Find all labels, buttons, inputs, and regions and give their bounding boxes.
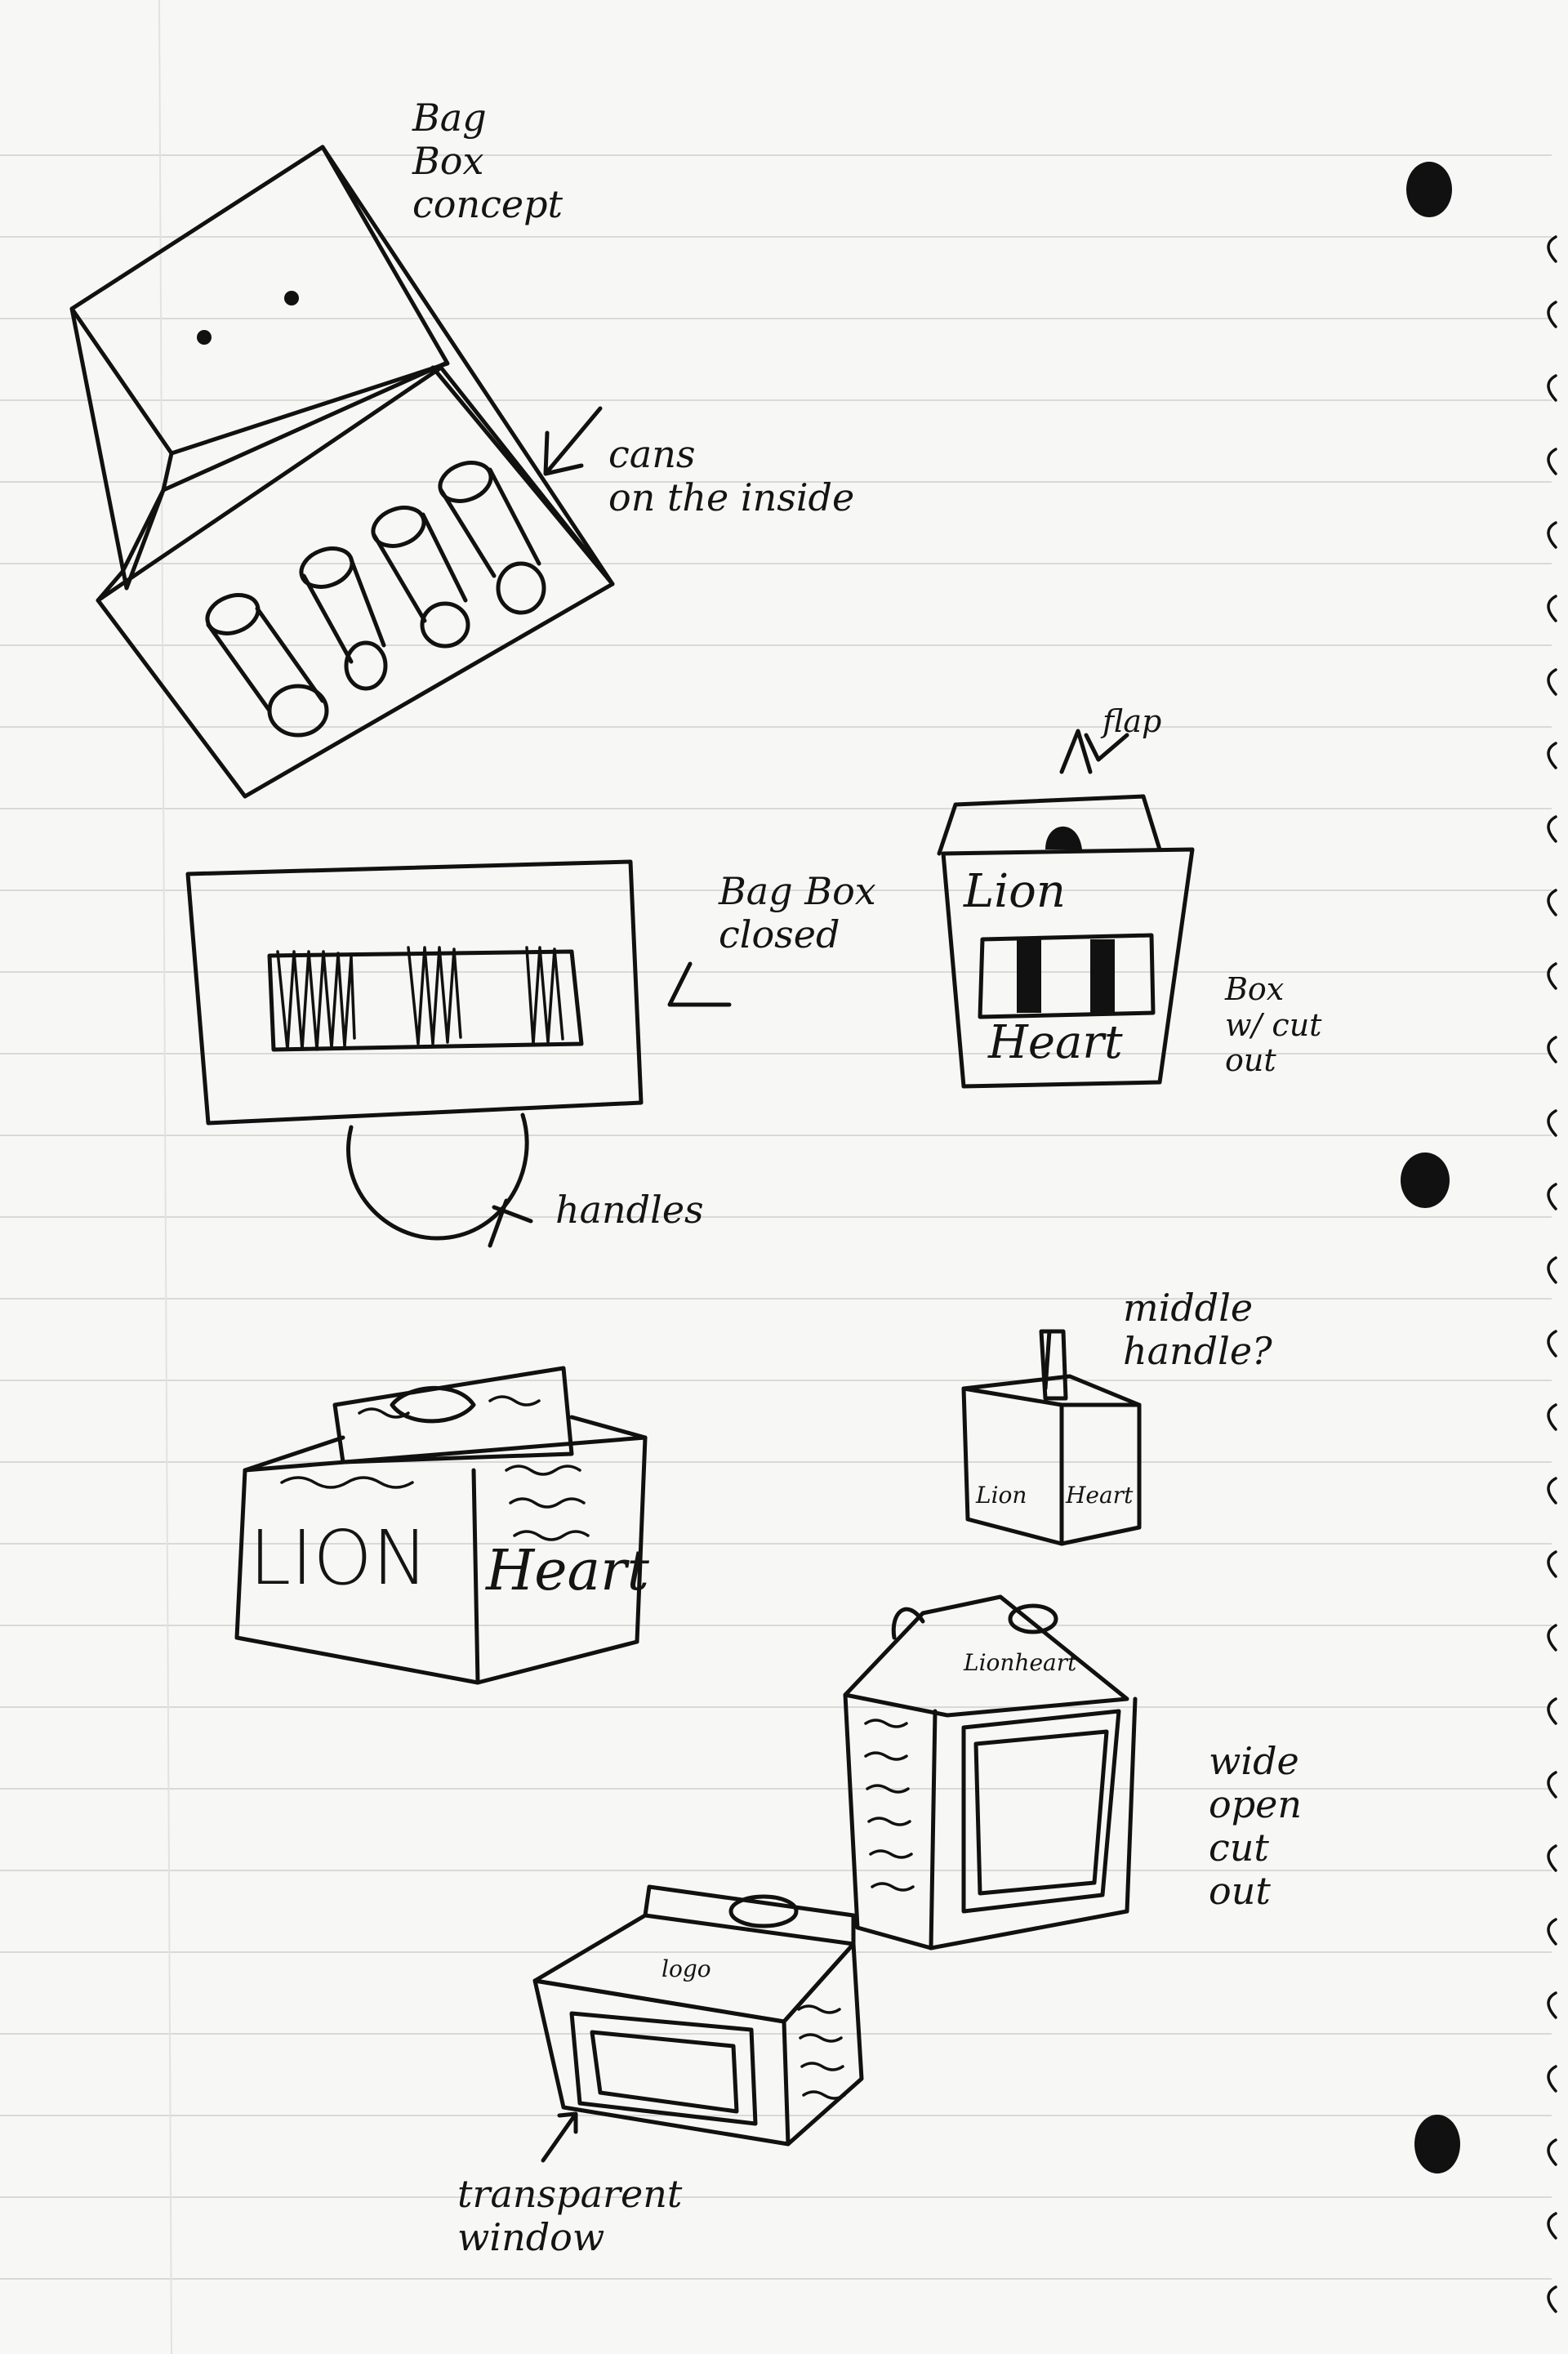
wide-box-side-wavy-lines (864, 1719, 915, 1892)
flap-tab (1045, 826, 1082, 849)
middle-handle-box-sketch (961, 1329, 1142, 1546)
label-heart-bottom: Heart (988, 1016, 1123, 1069)
label-small-heart: Heart (1066, 1482, 1134, 1509)
note-transparent-window: transparent window (457, 2172, 683, 2259)
label-logo: logo (662, 1955, 711, 1982)
binder-hole-middle (1401, 1152, 1450, 1208)
note-wide-open-cut-out: wide open cut out (1209, 1739, 1302, 1913)
note-middle-handle: middle handle? (1123, 1286, 1272, 1373)
handle-hole-right (284, 291, 299, 305)
spiral-binding (1547, 235, 1557, 2313)
arrow-to-cans (543, 406, 603, 476)
ruled-lines (0, 154, 1552, 2280)
label-lionheart: Lionheart (964, 1649, 1077, 1676)
wide-open-cut-out-sketch (843, 1594, 1138, 1951)
cut-out-can-right (1090, 939, 1115, 1013)
closed-box-can-scribbles (276, 946, 564, 1051)
window-box-side-wavy-lines (797, 2004, 846, 2100)
arrow-to-flap (1084, 733, 1129, 762)
bag-box-concept-sketch (69, 145, 615, 799)
label-small-lion: Lion (976, 1482, 1027, 1509)
bag-box-closed-sketch (185, 859, 732, 1248)
handle-hole-left (197, 330, 212, 345)
binder-hole-bottom (1414, 2115, 1460, 2173)
note-bag-box-concept: Bag Box concept (412, 96, 563, 226)
label-big-lion: LION (249, 1514, 429, 1602)
cut-out-can-left (1017, 939, 1041, 1013)
label-big-heart: Heart (486, 1539, 649, 1603)
lion-heart-box-sketch (234, 1366, 648, 1685)
note-flap: flap (1102, 703, 1162, 739)
note-bag-box-closed: Bag Box closed (719, 869, 876, 956)
binder-hole-top (1406, 162, 1452, 217)
cans-inside-drawing (205, 461, 546, 738)
label-lion-top: Lion (964, 865, 1066, 918)
transparent-window-box-sketch (532, 1884, 864, 2163)
note-handles: handles (555, 1188, 704, 1232)
margin-line (158, 0, 172, 2354)
note-box-cut-out: Box w/ cut out (1225, 971, 1322, 1079)
lion-heart-box-wavy-lines (280, 1395, 590, 1541)
note-cans-inside: cans on the inside (608, 432, 855, 519)
box-with-cut-out-sketch (937, 729, 1195, 1089)
